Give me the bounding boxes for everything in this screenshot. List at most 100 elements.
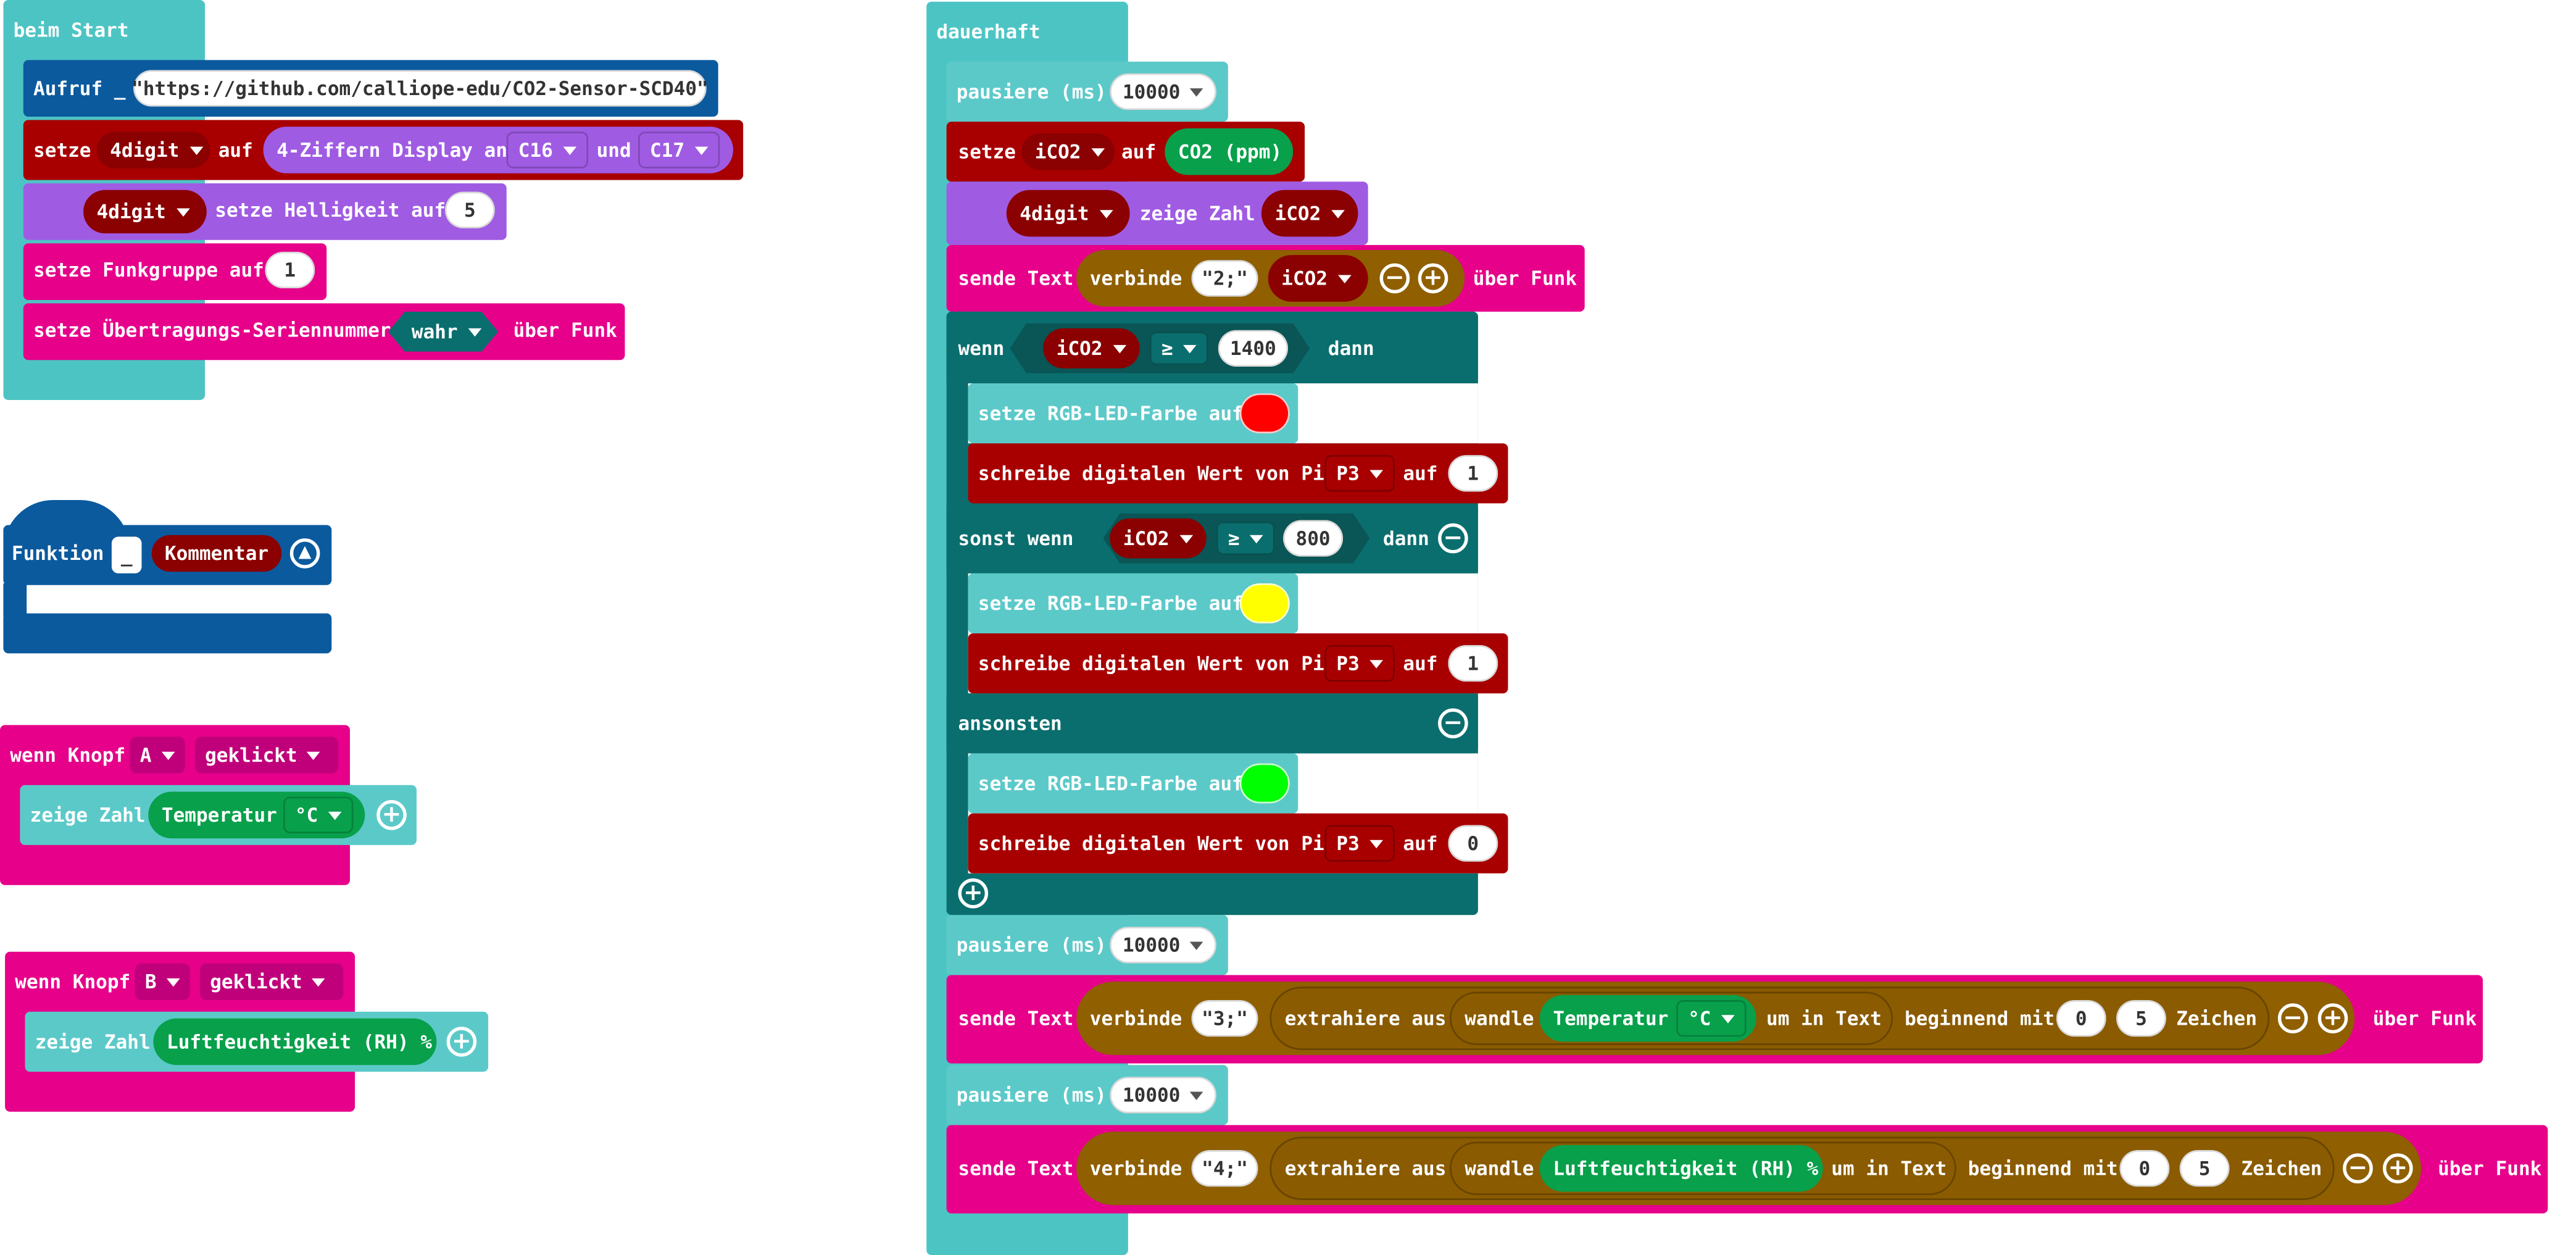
rgb-label: setze RGB-LED-Farbe auf [978, 772, 1244, 795]
comment-label: Kommentar [164, 541, 269, 565]
digital-label: schreibe digitalen Wert von Pin [978, 832, 1336, 856]
humidity-reporter[interactable]: Luftfeuchtigkeit (RH) % [153, 1018, 437, 1065]
var-label: 4digit [110, 138, 180, 162]
chevron-down-icon [468, 328, 481, 336]
collapse-up-icon[interactable]: ▲ [289, 538, 320, 569]
pin2-dropdown[interactable]: C17 [638, 131, 720, 169]
pin1-dropdown[interactable]: C16 [506, 131, 588, 169]
call-url-field[interactable]: "https://github.com/calliope-edu/CO2-Sen… [131, 70, 708, 107]
temperature-label: Temperatur [161, 803, 277, 827]
digital-write-block-3[interactable] [968, 813, 1508, 873]
minus-icon[interactable]: − [1438, 523, 1468, 554]
chevron-down-icon [175, 207, 189, 216]
minus-icon[interactable]: − [2277, 1003, 2308, 1033]
start-index-3[interactable]: 0 [2056, 1000, 2106, 1037]
when-button-label: wenn Knopf [10, 743, 126, 767]
string-3[interactable]: "3;" [1191, 1000, 1258, 1037]
pause-value-1[interactable]: 10000 [1110, 73, 1216, 110]
digital-value-3[interactable]: 0 [1448, 825, 1498, 862]
chevron-down-icon [1182, 344, 1197, 353]
string-2[interactable]: "2;" [1191, 260, 1258, 297]
chevron-down-icon [161, 751, 175, 759]
digital-write-block-1[interactable] [968, 443, 1508, 504]
pin-dropdown-3[interactable]: P3 [1324, 825, 1395, 862]
digital-value-1[interactable]: 1 [1448, 455, 1498, 492]
comment-param[interactable]: Kommentar [151, 535, 282, 572]
temperature-label: Temperatur [1553, 1006, 1669, 1030]
auf-label: auf [1403, 461, 1438, 485]
minus-icon[interactable]: − [1438, 708, 1468, 739]
chevron-down-icon [1179, 534, 1193, 543]
chevron-down-icon [1190, 1091, 1204, 1099]
yellow-color-swatch[interactable] [1239, 583, 1290, 623]
radio-group-label: setze Funkgruppe auf [33, 258, 264, 282]
pin-dropdown-2[interactable]: P3 [1324, 644, 1395, 682]
length-4[interactable]: 5 [2179, 1150, 2230, 1187]
pause-value-2[interactable]: 10000 [1110, 927, 1216, 964]
button-name: A [139, 743, 152, 767]
plus-icon[interactable]: + [376, 800, 407, 830]
unit-label: °C [1688, 1006, 1711, 1030]
chevron-down-icon [307, 751, 321, 759]
chars-label: Zeichen [2241, 1156, 2322, 1180]
event-b-dropdown[interactable]: geklickt [200, 963, 344, 1000]
plus-icon[interactable]: + [2383, 1153, 2413, 1183]
value-1400[interactable]: 1400 [1218, 330, 1289, 367]
send-text-label: sende Text [958, 267, 1074, 290]
ge-dropdown-1[interactable]: ≥ [1150, 331, 1208, 365]
ico2-compare-2[interactable]: iCO2 [1110, 518, 1207, 559]
on-start-header: beim Start [13, 18, 129, 42]
button-a-dropdown[interactable]: A [130, 736, 185, 773]
plus-icon[interactable]: + [2317, 1003, 2348, 1033]
to-text-label: um in Text [1766, 1006, 1882, 1030]
plus-icon[interactable]: + [958, 878, 989, 909]
button-b-dropdown[interactable]: B [135, 963, 190, 1000]
brightness-var-dropdown[interactable]: 4digit [83, 190, 207, 233]
minus-icon[interactable]: − [1379, 263, 1410, 294]
ico2-compare-1[interactable]: iCO2 [1043, 328, 1140, 369]
radio-group-value[interactable]: 1 [265, 251, 315, 289]
ge-dropdown-2[interactable]: ≥ [1216, 522, 1275, 556]
pin-label: P3 [1336, 832, 1360, 856]
digital-value-2[interactable]: 1 [1448, 644, 1498, 682]
when-button-label: wenn Knopf [15, 970, 131, 994]
event-label: geklickt [205, 743, 297, 767]
length-3[interactable]: 5 [2116, 1000, 2166, 1037]
unit-dropdown-3[interactable]: °C [1676, 1000, 1747, 1037]
chevron-down-icon [1249, 534, 1263, 543]
function-name-field[interactable]: _ [111, 536, 142, 573]
over-radio-label: über Funk [2372, 1006, 2477, 1030]
unit-a-dropdown[interactable]: °C [283, 796, 354, 833]
ico2-join-reporter[interactable]: iCO2 [1268, 255, 1368, 302]
auf-label: auf [1403, 832, 1438, 856]
digital-write-block-2[interactable] [968, 633, 1508, 694]
ico2-value-reporter[interactable]: iCO2 [1261, 190, 1358, 237]
value-800[interactable]: 800 [1283, 520, 1344, 557]
show-number-label: zeige Zahl [1139, 201, 1255, 225]
var-label: 4digit [1020, 201, 1089, 225]
ico2-dropdown[interactable]: iCO2 [1021, 133, 1115, 170]
pause-label: pausiere (ms) [956, 80, 1107, 104]
serial-block[interactable] [23, 303, 625, 361]
pause-value: 10000 [1122, 933, 1181, 957]
event-a-dropdown[interactable]: geklickt [194, 736, 339, 773]
string-4[interactable]: "4;" [1191, 1150, 1258, 1187]
minus-icon[interactable]: − [2343, 1153, 2373, 1183]
red-color-swatch[interactable] [1239, 393, 1290, 433]
humidity-reporter-4[interactable]: Luftfeuchtigkeit (RH) % [1539, 1145, 1823, 1192]
var-4digit-dropdown[interactable]: 4digit [96, 131, 210, 169]
bool-dropdown[interactable]: wahr [388, 312, 498, 352]
pause-value-3[interactable]: 10000 [1110, 1077, 1216, 1114]
co2-reporter[interactable]: CO2 (ppm) [1165, 128, 1294, 175]
brightness-value[interactable]: 5 [444, 191, 495, 228]
plus-icon[interactable]: + [1418, 263, 1448, 294]
pin-dropdown-1[interactable]: P3 [1324, 455, 1395, 492]
over-radio-label: über Funk [1473, 267, 1577, 290]
start-index-4[interactable]: 0 [2119, 1150, 2170, 1187]
plus-icon[interactable]: + [446, 1027, 477, 1057]
bool-label: wahr [411, 320, 458, 344]
digit-var-dropdown[interactable]: 4digit [1006, 190, 1130, 237]
green-color-swatch[interactable] [1239, 763, 1290, 804]
pin2-label: C17 [650, 138, 685, 162]
